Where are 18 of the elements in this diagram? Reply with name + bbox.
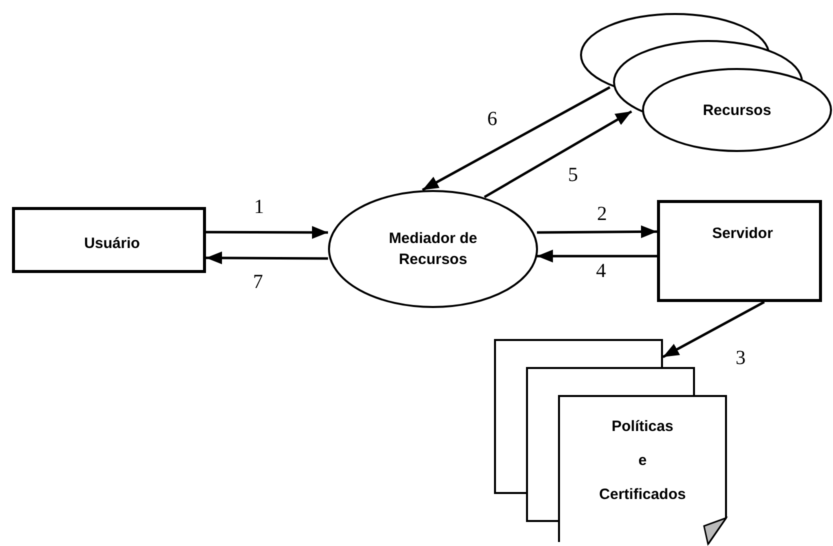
- edge-label: 3: [734, 348, 748, 368]
- process-box: [657, 200, 822, 302]
- arrow: [662, 300, 765, 358]
- arrow: [484, 110, 632, 198]
- node-label: Recursos: [702, 100, 772, 120]
- node-label: Usuário: [84, 234, 140, 254]
- arrow: [536, 225, 657, 238]
- node-label: Políticas e Certificados: [599, 417, 686, 505]
- arrow: [206, 226, 328, 239]
- arrow: [536, 250, 657, 262]
- arrow: [422, 86, 610, 192]
- document-stack: [494, 339, 727, 546]
- node-label: Servidor: [712, 224, 773, 244]
- resource-ellipse-stack: [578, 12, 833, 154]
- process-box: [12, 207, 206, 273]
- node-label: Mediador de Recursos: [388, 229, 478, 270]
- process-ellipse: [328, 190, 538, 308]
- arrow: [206, 252, 328, 264]
